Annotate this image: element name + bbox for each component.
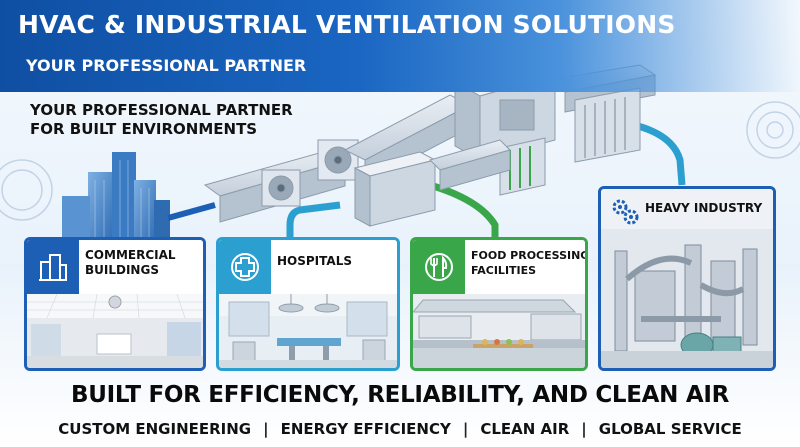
- card-label-line-1: HEAVY INDUSTRY: [645, 201, 763, 215]
- card-label-line-1: FOOD PROCESSING: [471, 249, 588, 262]
- food-supply-pipe: [428, 181, 499, 240]
- tagline-line-1: YOUR PROFESSIONAL PARTNER: [30, 101, 293, 119]
- industrial-plant-scene: [601, 189, 773, 368]
- airflow-arrow: [167, 202, 216, 221]
- separator: |: [581, 420, 587, 438]
- page-title: HVAC & INDUSTRIAL VENTILATION SOLUTIONS: [18, 10, 676, 39]
- medical-cross-icon: [219, 240, 271, 294]
- sector-card-food-processing: FOOD PROCESSING FACILITIES: [410, 237, 588, 371]
- feature-item: CLEAN AIR: [480, 420, 570, 438]
- sector-card-heavy-industry: HEAVY INDUSTRY: [598, 186, 776, 371]
- gears-icon: [605, 191, 645, 231]
- card-label: COMMERCIAL BUILDINGS: [85, 248, 176, 278]
- fork-knife-icon: [413, 240, 465, 294]
- feature-list: CUSTOM ENGINEERING | ENERGY EFFICIENCY |…: [0, 420, 800, 438]
- feature-item: GLOBAL SERVICE: [598, 420, 742, 438]
- ductwork-network: [203, 61, 657, 227]
- headline: BUILT FOR EFFICIENCY, RELIABILITY, AND C…: [71, 382, 729, 408]
- separator: |: [263, 420, 269, 438]
- card-label-line-2: FACILITIES: [471, 264, 537, 277]
- hospital-supply-pipe: [286, 201, 341, 240]
- card-label: FOOD PROCESSING FACILITIES: [471, 248, 588, 278]
- card-label-line-1: COMMERCIAL: [85, 248, 176, 262]
- card-header: HOSPITALS: [219, 240, 397, 294]
- commercial-kitchen-scene: [413, 294, 585, 368]
- tech-circle-decoration: [0, 101, 800, 221]
- header-banner: HVAC & INDUSTRIAL VENTILATION SOLUTIONS …: [0, 0, 800, 92]
- card-header: FOOD PROCESSING FACILITIES: [413, 240, 585, 294]
- feature-item: CUSTOM ENGINEERING: [58, 420, 252, 438]
- card-header: HEAVY INDUSTRY: [601, 189, 773, 225]
- building-icon: [27, 240, 79, 294]
- sector-card-hospitals: HOSPITALS: [216, 237, 400, 371]
- feature-item: ENERGY EFFICIENCY: [280, 420, 451, 438]
- card-label-line-2: BUILDINGS: [85, 263, 159, 277]
- card-label: HEAVY INDUSTRY: [645, 201, 762, 216]
- card-header: COMMERCIAL BUILDINGS: [27, 240, 203, 294]
- card-label: HOSPITALS: [277, 254, 352, 269]
- tagline: YOUR PROFESSIONAL PARTNER FOR BUILT ENVI…: [30, 101, 293, 139]
- banner-background: [0, 0, 800, 92]
- office-interior-scene: [27, 293, 203, 368]
- separator: |: [462, 420, 469, 438]
- card-label-line-1: HOSPITALS: [277, 254, 352, 268]
- page-subtitle: YOUR PROFESSIONAL PARTNER: [26, 56, 307, 75]
- operating-room-scene: [219, 294, 397, 368]
- sector-card-commercial-buildings: COMMERCIAL BUILDINGS: [24, 237, 206, 371]
- city-skyline: [62, 152, 170, 242]
- tagline-line-2: FOR BUILT ENVIRONMENTS: [30, 120, 258, 138]
